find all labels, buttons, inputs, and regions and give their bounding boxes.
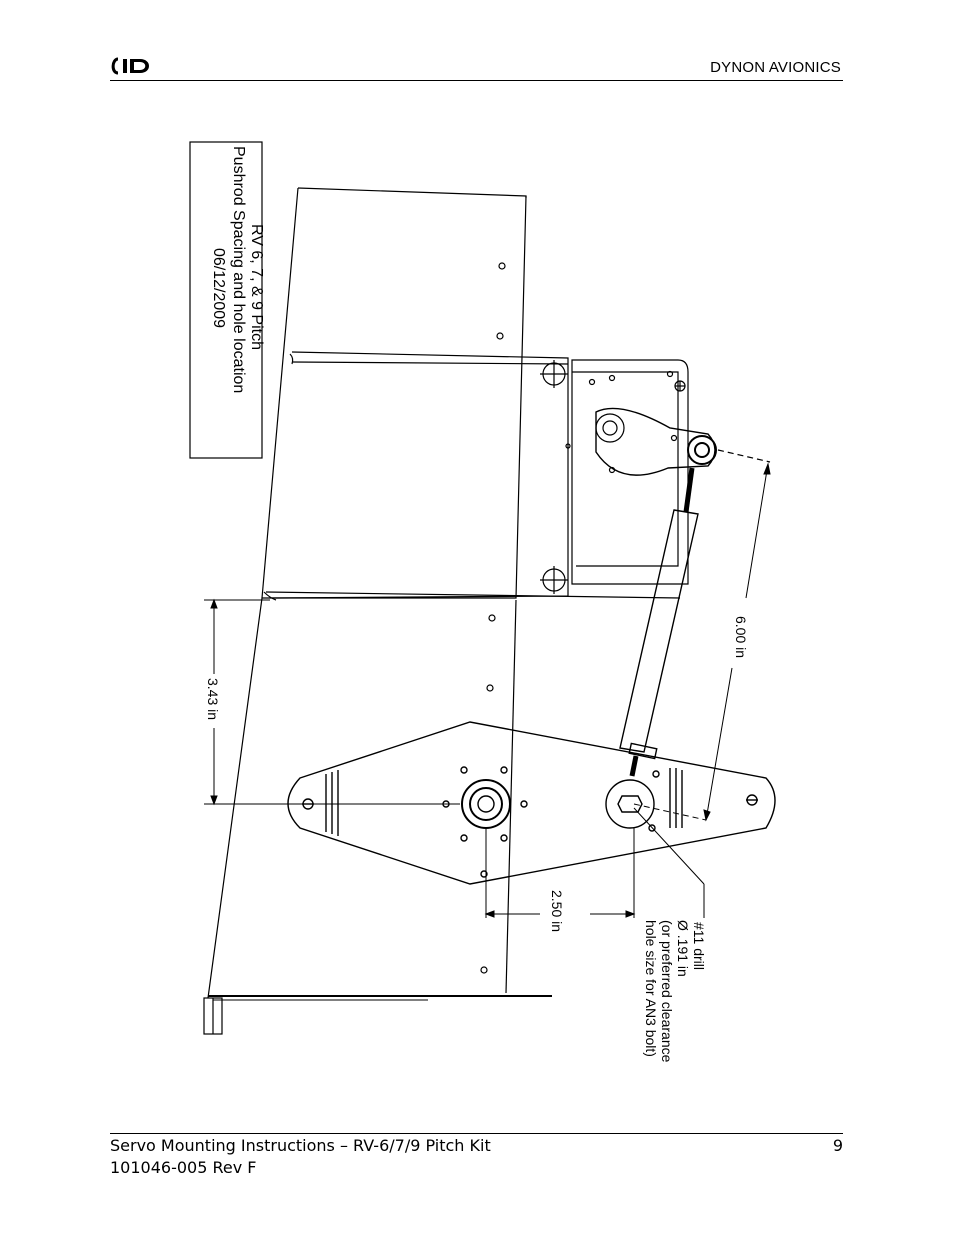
drill-note-line1: #11 drill bbox=[691, 922, 707, 970]
drill-note-line2: Ø .191 in bbox=[675, 920, 691, 977]
drill-note-line4: hole size for AN3 bolt) bbox=[643, 920, 659, 1057]
dynon-logo-icon bbox=[111, 57, 149, 75]
dim-horizontal-spacing: 2.50 in bbox=[549, 890, 565, 932]
dimension-lines bbox=[204, 462, 771, 918]
drill-note-line3: (or preferred clearance bbox=[659, 920, 675, 1063]
servo-plate bbox=[540, 359, 771, 594]
pushrod bbox=[619, 467, 699, 777]
pitch-pushrod-drawing: RV 6, 7, & 9 Pitch Pushrod Spacing and h… bbox=[189, 141, 776, 1063]
dim-pushrod-length: 6.00 in bbox=[733, 616, 749, 658]
document-revision: 101046-005 Rev F bbox=[110, 1158, 257, 1177]
elevator-bellcrank bbox=[287, 721, 776, 885]
drawing-date: 06/12/2009 bbox=[210, 248, 227, 328]
page-number: 9 bbox=[832, 1136, 843, 1155]
company-name: DYNON AVIONICS bbox=[710, 59, 841, 76]
drawing-title-line1: RV 6, 7, & 9 Pitch bbox=[248, 224, 265, 350]
document-title: Servo Mounting Instructions – RV-6/7/9 P… bbox=[110, 1136, 491, 1155]
drawing-title-line2: Pushrod Spacing and hole location bbox=[230, 146, 247, 393]
drill-note: #11 drill Ø .191 in (or preferred cleara… bbox=[643, 920, 707, 1063]
bulkhead-outline bbox=[203, 187, 681, 1035]
dim-vertical-spacing: 3.43 in bbox=[205, 678, 221, 720]
page-header: DYNON AVIONICS bbox=[110, 52, 843, 81]
title-block: RV 6, 7, & 9 Pitch Pushrod Spacing and h… bbox=[189, 141, 265, 459]
bulkhead-holes bbox=[480, 262, 506, 974]
page-footer: Servo Mounting Instructions – RV-6/7/9 P… bbox=[110, 1133, 843, 1177]
